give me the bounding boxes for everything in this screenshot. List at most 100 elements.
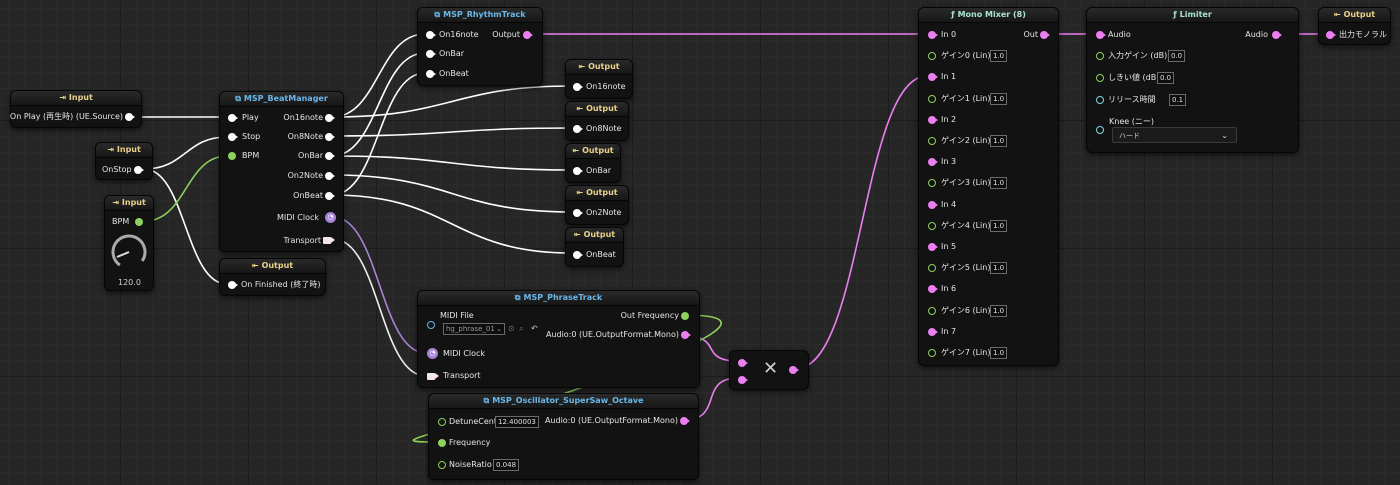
audio-pin-in[interactable] [928, 31, 938, 39]
node-title: Output [586, 188, 618, 197]
threshold-field[interactable]: 0.0 [1157, 72, 1175, 84]
audio-pin-in[interactable] [928, 327, 938, 336]
exec-pin-in[interactable] [426, 31, 436, 39]
float-pin-out[interactable] [681, 312, 689, 320]
audio-pin-in[interactable] [928, 115, 938, 124]
node-output-on16note[interactable]: ⇤Output On16note [565, 59, 633, 99]
exec-pin-in[interactable] [426, 70, 436, 78]
reset-arrow-icon[interactable]: ↶ [531, 324, 538, 333]
audio-pin-in[interactable] [928, 243, 938, 251]
browse-icon[interactable]: ⊙ [508, 324, 515, 333]
node-output-on2note[interactable]: ⇤Output On2Note [565, 185, 629, 225]
audio-pin-out[interactable] [1040, 31, 1050, 39]
pin-label-input: In 5 [941, 242, 957, 251]
gain-value-field[interactable]: 1.0 [990, 135, 1008, 147]
midi-clock-icon[interactable]: ◔ [427, 348, 438, 359]
node-beat-manager[interactable]: ⧉MSP_BeatManager Play Stop BPM On16note … [219, 91, 344, 252]
audio-pin-in[interactable] [1096, 31, 1106, 39]
float-pin-in[interactable] [928, 264, 936, 273]
audio-pin-in[interactable] [1326, 31, 1336, 39]
float-pin-in[interactable] [438, 418, 446, 426]
audio-pin-in[interactable] [738, 359, 748, 367]
node-phrase-track[interactable]: ⧉MSP_PhraseTrack MIDI File hg_phrase_01⌄… [417, 290, 700, 388]
exec-pin-out[interactable] [325, 152, 335, 160]
exec-pin-in[interactable] [426, 50, 436, 58]
exec-pin-in[interactable] [573, 125, 583, 133]
audio-pin-in[interactable] [928, 158, 938, 167]
float-pin-in[interactable] [928, 94, 936, 103]
audio-pin-out[interactable] [681, 331, 691, 339]
bpm-knob[interactable] [108, 232, 150, 272]
float-pin-in[interactable] [928, 349, 936, 357]
exec-pin-in[interactable] [573, 251, 583, 259]
gain-value-field[interactable]: 1.0 [990, 262, 1008, 275]
float-pin-in[interactable] [928, 52, 936, 61]
audio-pin-out[interactable] [789, 366, 799, 374]
exec-pin-out[interactable] [325, 114, 335, 122]
float-pin-in[interactable] [1096, 74, 1104, 82]
node-output-onbeat[interactable]: ⇤Output OnBeat [565, 227, 624, 267]
exec-pin-out[interactable] [325, 192, 335, 200]
gain-value-field[interactable]: 1.0 [990, 50, 1008, 63]
exec-pin-in[interactable] [573, 83, 583, 91]
time-pin-in[interactable] [1096, 96, 1104, 104]
audio-pin-out[interactable] [523, 31, 533, 39]
exec-pin-out[interactable] [325, 133, 335, 141]
node-input-stop[interactable]: ⇥Input OnStop [95, 142, 153, 180]
float-pin-in[interactable] [438, 439, 446, 447]
audio-pin-in[interactable] [928, 73, 938, 82]
exec-pin-in[interactable] [573, 167, 583, 175]
object-pin-in[interactable] [427, 321, 435, 329]
exec-pin-out[interactable] [125, 113, 135, 121]
detune-value-field[interactable]: 12.400003 [495, 416, 539, 428]
input-gain-field[interactable]: 0.0 [1168, 50, 1186, 62]
search-icon[interactable]: ⌕ [519, 324, 524, 333]
exec-pin-out[interactable] [325, 172, 335, 180]
audio-pin-out[interactable] [1272, 31, 1282, 39]
float-pin-in[interactable] [928, 221, 936, 230]
exec-pin-out[interactable] [134, 166, 144, 174]
midi-clock-icon[interactable]: ◔ [325, 212, 336, 223]
gain-value-field[interactable]: 1.0 [990, 92, 1008, 105]
function-icon: ƒ [1173, 10, 1177, 19]
gain-value-field[interactable]: 1.0 [990, 347, 1008, 359]
node-output-finished[interactable]: ⇤Output On Finished (終了時) [219, 258, 326, 296]
node-input-bpm[interactable]: ⇥Input BPM 120.0 [104, 195, 154, 291]
midi-file-asset-picker[interactable]: hg_phrase_01⌄ [443, 323, 505, 335]
audio-pin-out[interactable] [680, 417, 690, 425]
float-pin-in[interactable] [438, 461, 446, 469]
audio-pin-in[interactable] [738, 376, 748, 384]
float-pin-in[interactable] [228, 152, 236, 160]
node-multiply[interactable]: ✕ [729, 350, 809, 390]
exec-pin-in[interactable] [573, 209, 583, 217]
float-pin-in[interactable] [928, 179, 936, 188]
node-output-mono[interactable]: ⇤Output 出力モノラル [1318, 7, 1391, 45]
knee-dropdown[interactable]: ハード⌄ [1112, 127, 1237, 143]
gain-value: 1.0 [993, 306, 1005, 315]
release-field[interactable]: 0.1 [1169, 94, 1187, 106]
noise-value-field[interactable]: 0.048 [493, 459, 520, 471]
float-pin-in[interactable] [928, 137, 936, 145]
node-rhythm-track[interactable]: ⧉MSP_RhythmTrack On16note OnBar OnBeat O… [417, 7, 543, 86]
float-pin-in[interactable] [1096, 52, 1104, 60]
gain-value-field[interactable]: 1.0 [990, 304, 1008, 317]
float-pin-out[interactable] [135, 218, 143, 226]
audio-pin-in[interactable] [928, 200, 938, 209]
enum-pin-in[interactable] [1096, 126, 1104, 134]
pin-label-gain: ゲイン7 (Lin) [941, 348, 991, 357]
transport-pin-in[interactable] [427, 373, 439, 380]
node-output-on8note[interactable]: ⇤Output On8Note [565, 101, 629, 141]
node-oscillator[interactable]: ⧉MSP_Oscillator_SuperSaw_Octave DetuneCe… [428, 393, 699, 480]
float-pin-in[interactable] [928, 306, 936, 315]
node-input-play[interactable]: ⇥Input On Play (再生時) (UE.Source) [10, 90, 142, 128]
transport-pin-out[interactable] [323, 237, 335, 244]
gain-value-field[interactable]: 1.0 [990, 219, 1008, 232]
exec-pin-in[interactable] [228, 281, 238, 289]
gain-value-field[interactable]: 1.0 [990, 177, 1008, 190]
node-output-onbar[interactable]: ⇤Output OnBar [565, 143, 621, 183]
audio-pin-in[interactable] [928, 285, 938, 294]
exec-pin-in[interactable] [228, 114, 238, 122]
exec-pin-in[interactable] [228, 133, 238, 141]
